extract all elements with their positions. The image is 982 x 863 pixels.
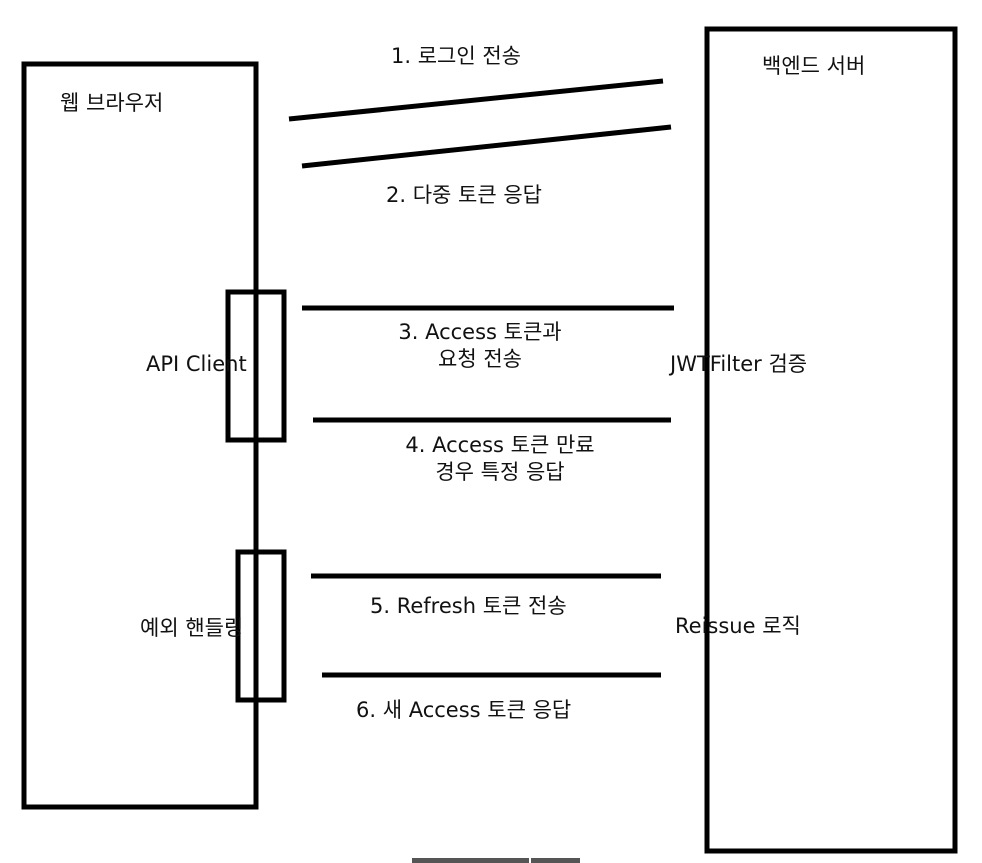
message-line-2 xyxy=(301,124,672,169)
message-label-1: 1. 로그인 전송 xyxy=(391,44,521,68)
browser-box xyxy=(21,61,259,810)
exception-handling-activation-box xyxy=(235,549,287,703)
message-label-2: 2. 다중 토큰 응답 xyxy=(386,183,542,207)
server-title: 백엔드 서버 xyxy=(762,54,866,78)
exception-handling-label: 예외 핸들링 xyxy=(140,616,244,640)
message-label-4-line2: 경우 특정 응답 xyxy=(435,460,565,484)
message-label-3-line1: 3. Access 토큰과 xyxy=(398,320,562,344)
message-label-4: 4. Access 토큰 만료 경우 특정 응답 xyxy=(360,432,640,486)
server-box xyxy=(704,26,958,854)
reissue-label: Reissue 로직 xyxy=(675,614,801,638)
browser-title: 웹 브라우저 xyxy=(60,91,164,115)
jwt-filter-label: JWTFilter 검증 xyxy=(670,352,808,376)
scrollbar-thumb[interactable] xyxy=(412,858,580,863)
message-label-5: 5. Refresh 토큰 전송 xyxy=(370,594,567,618)
message-line-1 xyxy=(288,78,664,122)
message-label-4-line1: 4. Access 토큰 만료 xyxy=(405,433,595,457)
message-label-6: 6. 새 Access 토큰 응답 xyxy=(356,698,572,722)
message-label-3-line2: 요청 전송 xyxy=(438,347,522,371)
message-label-3: 3. Access 토큰과 요청 전송 xyxy=(350,319,610,373)
api-client-label: API Client xyxy=(146,352,247,376)
api-client-activation-box xyxy=(225,289,287,443)
